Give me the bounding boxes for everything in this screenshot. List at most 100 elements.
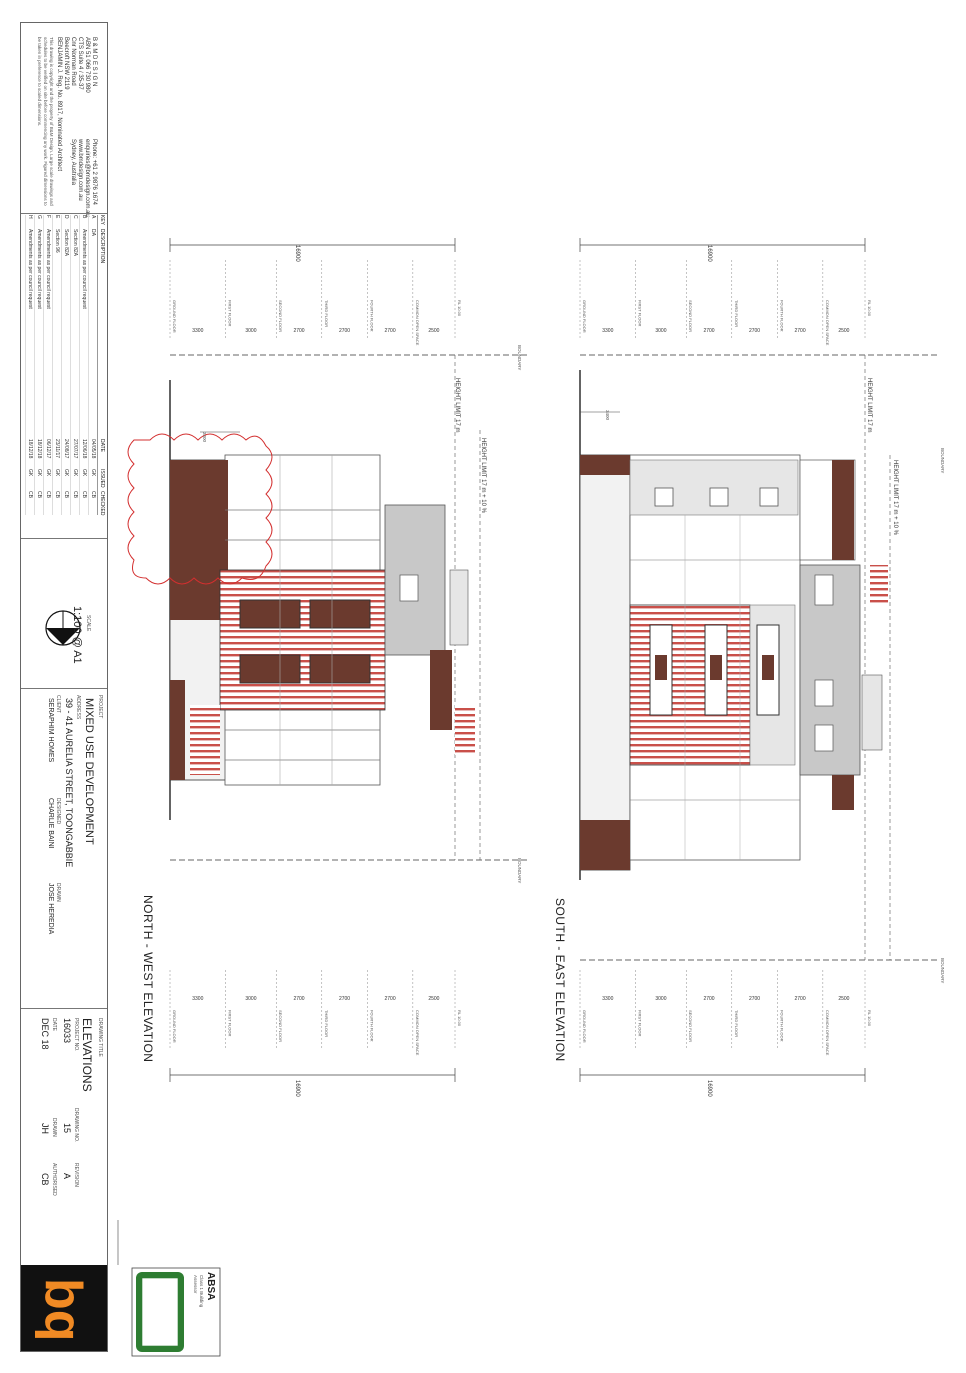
title-block: B & M D E S I G N ABN 51 066 730 980 CTS…	[20, 22, 108, 1352]
se-overall-dim-top: 16900	[706, 245, 712, 262]
revision-cell-date: 04/05/18	[90, 439, 96, 459]
revision: A	[62, 1173, 72, 1180]
scale-label: SCALE	[85, 615, 91, 632]
nw-boundary-label: BOUNDARY	[517, 858, 522, 884]
se-height-limit-10: HEIGHT LIMIT 17 m + 10 %	[892, 460, 898, 535]
level-dim: 3300	[192, 996, 203, 1002]
level-label: GROUND FLOOR	[582, 1010, 587, 1043]
level-label: FOURTH FLOOR	[779, 300, 784, 332]
revision-cell-key: D	[63, 215, 69, 219]
level-label: SECOND FLOOR	[278, 1010, 283, 1042]
revision-cell-date: 24/08/17	[63, 439, 69, 459]
se-boundary-label: BOUNDARY	[940, 958, 945, 984]
level-dim: 2500	[838, 996, 849, 1002]
nw-height-limit-10: HEIGHT LIMIT 17 m + 10 %	[480, 438, 486, 513]
window-inset	[655, 655, 667, 680]
drawing-area: GROUND FLOOR FIRST FLOOR SECOND FLOOR THIRD…	[117, 238, 940, 1357]
basix-stamp	[117, 1220, 221, 1357]
level-dim: 2700	[795, 328, 806, 334]
revision-cell-description: Section 82A	[63, 229, 69, 256]
revision-cell-issued: GK	[63, 469, 69, 477]
level-dim: 2500	[838, 328, 849, 334]
address-label: ADDRESS	[75, 695, 81, 720]
level-dim: 2500	[428, 996, 439, 1002]
revision-cell-description: Section 96	[54, 229, 60, 253]
small-window	[654, 487, 674, 507]
scale-value: 1:100 @ A1	[71, 606, 83, 664]
revision-label: REVISION	[73, 1163, 79, 1187]
rev-header-key: KEY	[99, 215, 106, 226]
revision-cell-issued: GK	[72, 469, 78, 477]
level-label: FIRST FLOOR	[228, 1010, 233, 1036]
stamp-badge: BASIX	[151, 1302, 160, 1327]
core-window	[814, 724, 834, 752]
level-label: SECOND FLOOR	[688, 300, 693, 332]
level-dim: 2500	[428, 328, 439, 334]
contact-line: www.bmdesign.com.au	[77, 139, 83, 201]
revision-cell-date: 12/06/18	[81, 439, 87, 459]
contact-line: enquiries@bmdesign.com.au	[84, 139, 90, 217]
level-label: FOURTH FLOOR	[369, 300, 374, 332]
se-setback-dim: 3400	[605, 410, 610, 421]
contact-line: Sydney, Australia	[70, 139, 76, 185]
revision-cell-checked: CB	[63, 491, 69, 498]
red-cladding	[629, 604, 751, 766]
level-label: GROUND FLOOR	[582, 300, 587, 333]
level-label: GROUND FLOOR	[172, 300, 177, 333]
brick-panel	[170, 680, 185, 780]
red-cladding-small	[190, 705, 220, 775]
divider	[21, 688, 107, 689]
north-arrow-icon	[45, 610, 81, 646]
red-cladding-small	[455, 705, 475, 755]
revision-cell-key: C	[72, 215, 78, 219]
date: DEC 18	[40, 1018, 50, 1050]
level-label: FIRST FLOOR	[638, 300, 643, 326]
drawn-label: DRAWN	[55, 883, 61, 902]
project-label: PROJECT	[97, 695, 103, 719]
copyright-note: This drawing is copyright and the proper…	[37, 37, 54, 206]
revision-cell-issued: GK	[90, 469, 96, 477]
revision-cell-checked: CB	[54, 491, 60, 498]
revision-cell-issued: GK	[27, 469, 33, 477]
se-boundary-label: BOUNDARY	[940, 448, 945, 474]
company-line: BENJAMIN J. Reg. No. 8917, Nominated Arc…	[56, 37, 62, 172]
rev-header-date: DATE	[99, 439, 106, 452]
project-name: MIXED USE DEVELOPMENT	[83, 698, 95, 845]
stamp-line1: Class 1 Building	[199, 1275, 204, 1308]
window	[309, 654, 371, 684]
project-no-label: PROJECT NO.	[73, 1018, 79, 1052]
window-inset	[762, 655, 774, 680]
revision-cell-key: E	[54, 215, 60, 219]
drawn: JOSE HEREDIA	[47, 883, 54, 935]
nw-setback-dim: 3400	[202, 432, 207, 443]
window-inset	[710, 655, 722, 680]
window	[309, 599, 371, 629]
revision-cell-checked: CB	[45, 491, 51, 498]
address: 39 - 41 AURELIA STREET, TOONGABBIE	[64, 698, 74, 868]
revision-cell-checked: CB	[72, 491, 78, 498]
divider	[21, 538, 107, 539]
core-window	[814, 574, 834, 606]
brick-panel	[832, 460, 854, 560]
level-label: THIRD FLOOR	[324, 300, 329, 327]
balcony	[449, 569, 469, 646]
top-grey-band	[629, 459, 799, 516]
nw-overall-dim-bottom: 16900	[294, 1080, 300, 1097]
revision-cell-key: B	[81, 215, 87, 219]
revision-cell-description: Section 82A	[72, 229, 78, 256]
revision-cell-description: DA	[90, 229, 96, 236]
level-dim: 3300	[602, 328, 613, 334]
revision-cell-description: Amendments as per council request	[36, 229, 42, 309]
drawn-by: JH	[40, 1123, 50, 1134]
revision-cell-key: H	[27, 215, 33, 219]
level-dim: 3000	[655, 328, 666, 334]
contact-info: Phone: +61 2 9876 1674 enquiries@bmdesig…	[69, 139, 97, 217]
red-cladding-small	[870, 565, 888, 605]
